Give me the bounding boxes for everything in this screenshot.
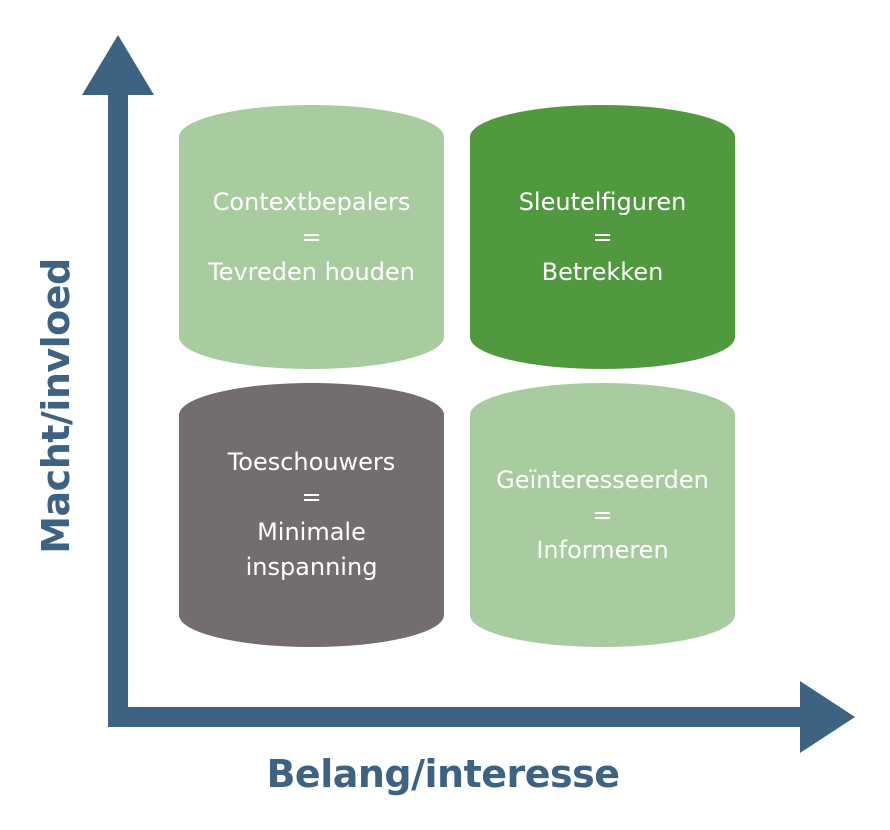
quadrant-title: Sleutelfiguren [518,187,687,216]
quadrant-title: Geïnteresseerden [496,465,709,494]
equals-sign: = [301,222,322,251]
quadrant-action: Minimale [257,518,366,546]
quadrant-contextbepalers: Contextbepalers = Tevreden houden [179,105,444,369]
y-axis-line [108,90,128,727]
equals-sign: = [301,483,322,511]
quadrant-geinteresseerden: Geïnteresseerden = Informeren [470,383,735,647]
quadrant-action: Tevreden houden [208,257,415,286]
quadrant-action-continued: inspanning [245,553,378,581]
quadrant-title: Contextbepalers [212,187,411,216]
y-axis-label: Macht/invloed [34,258,78,554]
y-axis-arrowhead [82,35,154,95]
equals-sign: = [592,500,613,529]
x-axis-arrowhead [800,681,855,753]
x-axis-line [108,707,808,727]
quadrant-title: Toeschouwers [227,448,396,476]
quadrant-action: Betrekken [541,257,664,286]
quadrant-action: Informeren [536,535,669,564]
equals-sign: = [592,222,613,251]
x-axis-label: Belang/interesse [266,752,620,796]
quadrant-toeschouwers: Toeschouwers = Minimale inspanning [179,383,444,647]
quadrant-sleutelfiguren: Sleutelfiguren = Betrekken [470,105,735,369]
